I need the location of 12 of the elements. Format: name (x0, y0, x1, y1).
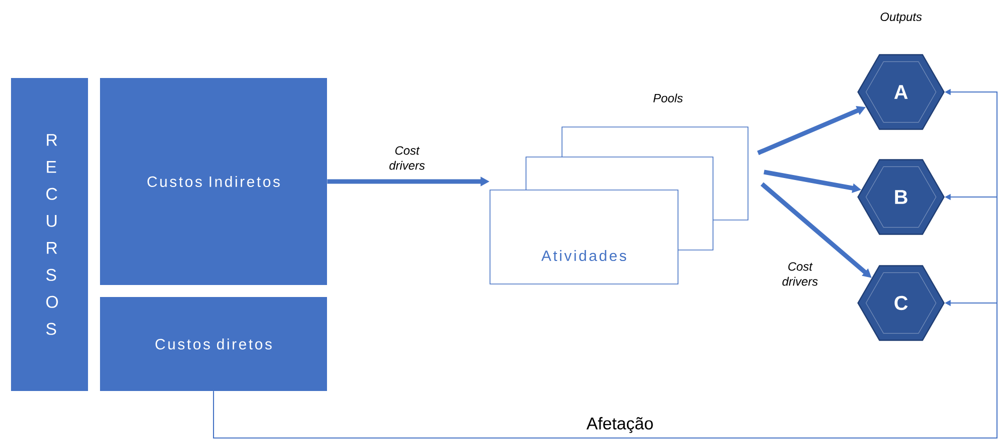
activity-box: Atividades (490, 190, 678, 284)
resource-bar: R E C U R S O S (11, 78, 88, 391)
hexagon: A (857, 54, 945, 130)
label: Outputs (880, 12, 922, 24)
cost-box: Custos diretos (100, 297, 327, 391)
edge-label: Cost drivers (378, 145, 436, 171)
edge-label: Cost drivers (772, 261, 828, 287)
hexagon: C (857, 265, 945, 341)
label: Pools (653, 94, 683, 102)
edge-label: Afetação (585, 416, 655, 434)
cost-box: Custos Indiretos (100, 78, 327, 285)
hexagon: B (857, 159, 945, 235)
